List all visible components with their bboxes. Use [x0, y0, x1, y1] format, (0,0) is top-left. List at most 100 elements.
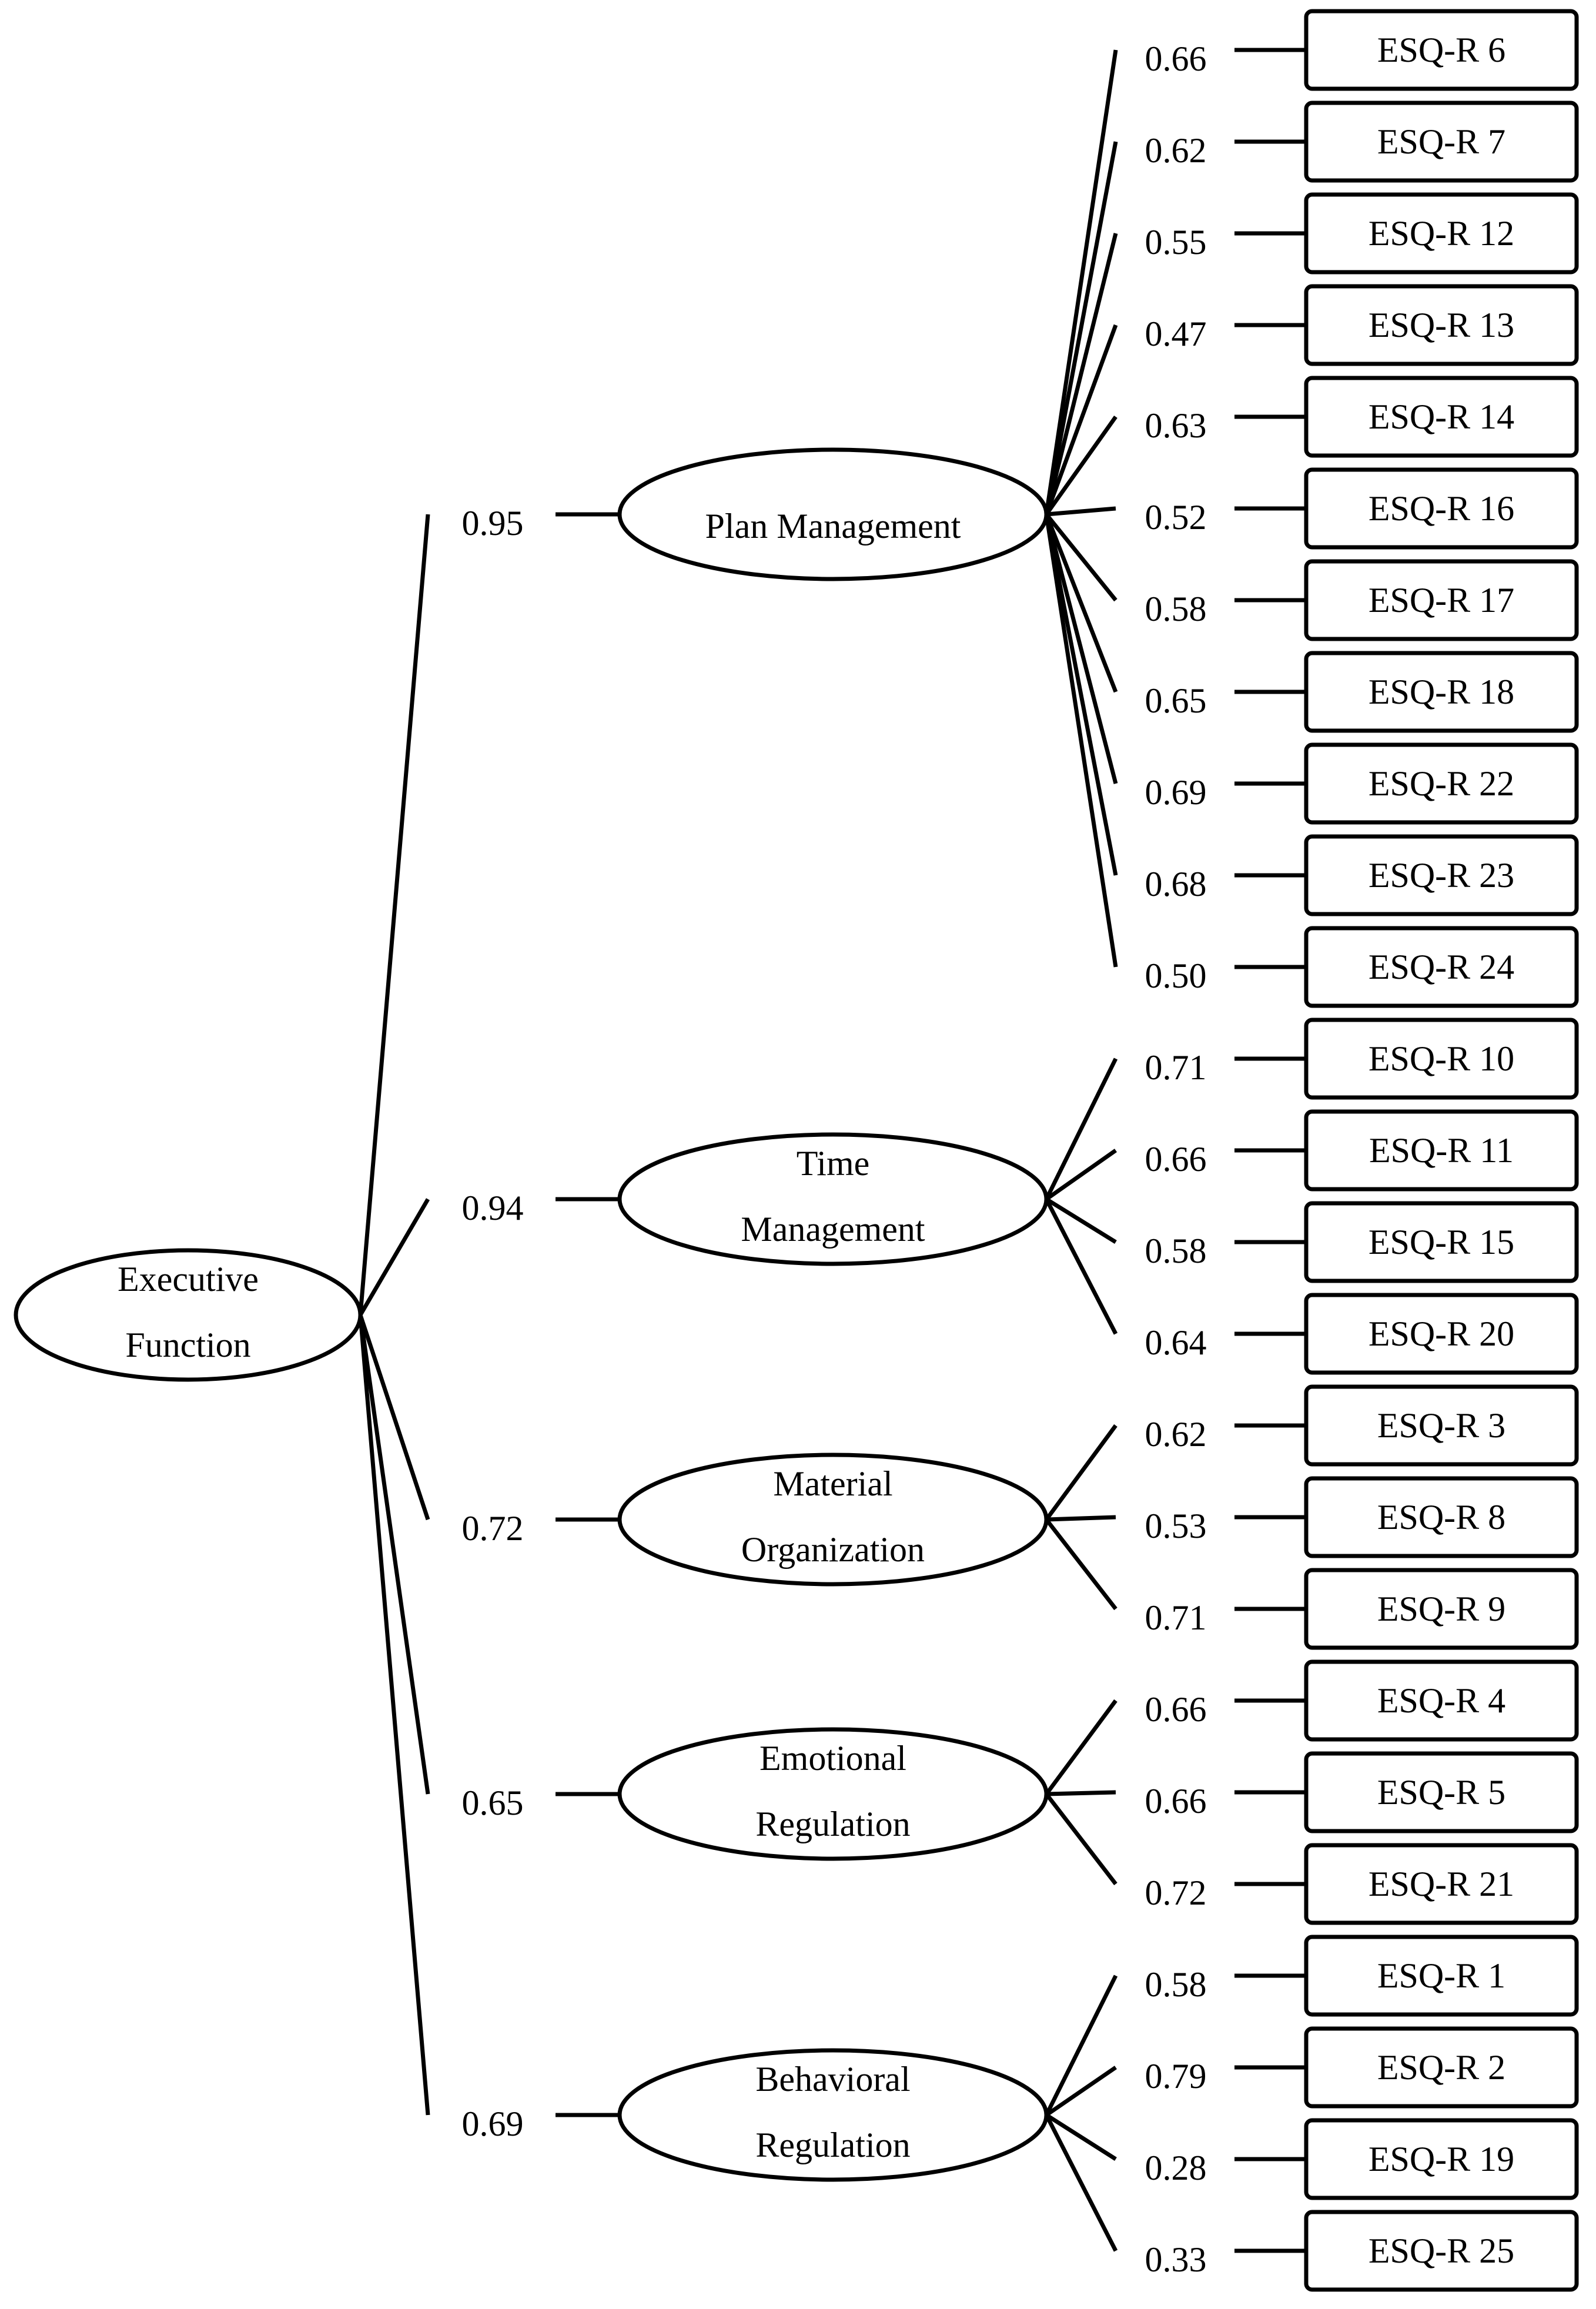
indicator-label: ESQ-R 1	[1377, 1956, 1505, 1995]
indicator-box	[1304, 559, 1579, 641]
root-to-factor-path	[358, 514, 430, 1316]
factor-loading-value: 0.94	[462, 1189, 524, 1227]
indicator-box	[1304, 467, 1579, 550]
indicator-label: ESQ-R 14	[1369, 397, 1514, 436]
indicator-label: ESQ-R 18	[1369, 672, 1514, 711]
indicator-label: ESQ-R 20	[1369, 1314, 1514, 1353]
factor-label: Behavioral	[755, 2060, 910, 2099]
factor-to-indicator-path	[1045, 1792, 1117, 1886]
indicator-box	[1304, 376, 1579, 458]
indicator-loading-value: 0.50	[1145, 956, 1207, 995]
factor-label: Time	[797, 1144, 870, 1183]
indicator-loading-value: 0.58	[1145, 1232, 1207, 1270]
indicator-loading-value: 0.58	[1145, 1965, 1207, 2004]
factor-loading-value: 0.95	[462, 504, 524, 543]
factor-to-indicator-path	[1044, 324, 1118, 516]
indicator-box	[1304, 1843, 1579, 1925]
factor-to-indicator-path	[1044, 1198, 1118, 1335]
factor-to-indicator-path	[1046, 506, 1116, 517]
root-label: Executive	[118, 1260, 259, 1299]
indicator-box	[1304, 1751, 1579, 1833]
indicator-loading-value: 0.66	[1145, 39, 1207, 78]
indicator-label: ESQ-R 15	[1369, 1223, 1514, 1261]
factor-to-indicator-path	[1044, 141, 1118, 515]
indicator-box	[1304, 1476, 1579, 1558]
indicator-box	[1304, 1201, 1579, 1283]
indicator-loading-value: 0.72	[1145, 1873, 1207, 1912]
indicator-label: ESQ-R 2	[1377, 2048, 1505, 2087]
root-to-factor-path	[358, 1314, 430, 1795]
factor-to-indicator-path	[1046, 1790, 1116, 1796]
factor-ellipse	[617, 1132, 1049, 1266]
factor-to-indicator-path	[1044, 514, 1118, 876]
factor-loading-value: 0.69	[462, 2104, 524, 2143]
indicator-loading-value: 0.28	[1145, 2149, 1207, 2187]
indicator-box	[1304, 651, 1579, 733]
indicator-label: ESQ-R 16	[1369, 489, 1514, 528]
indicator-label: ESQ-R 4	[1377, 1681, 1505, 1720]
indicator-box	[1304, 926, 1579, 1008]
indicator-loading-value: 0.66	[1145, 1690, 1207, 1729]
indicator-label: ESQ-R 9	[1377, 1589, 1505, 1628]
indicator-box	[1304, 742, 1579, 825]
factor-label: Management	[741, 1210, 925, 1249]
indicator-box	[1304, 2210, 1579, 2292]
indicator-box	[1304, 1935, 1579, 2017]
indicator-loading-value: 0.71	[1145, 1048, 1207, 1087]
indicator-box	[1304, 1293, 1579, 1375]
factor-to-indicator-path	[1046, 1515, 1116, 1522]
indicator-box	[1304, 1659, 1579, 1742]
root-to-factor-path	[358, 1198, 430, 1316]
root-label: Function	[125, 1326, 250, 1364]
indicator-box	[1304, 834, 1579, 916]
factor-to-indicator-path	[1044, 514, 1118, 968]
factor-to-indicator-path	[1045, 1197, 1117, 1244]
factor-label: Material	[773, 1464, 892, 1503]
indicator-loading-value: 0.66	[1145, 1140, 1207, 1179]
indicator-label: ESQ-R 19	[1369, 2140, 1514, 2179]
indicator-label: ESQ-R 17	[1369, 581, 1514, 620]
indicator-loading-value: 0.55	[1145, 223, 1207, 262]
indicator-label: ESQ-R 7	[1377, 122, 1505, 161]
indicator-loading-value: 0.69	[1145, 773, 1207, 812]
indicator-label: ESQ-R 3	[1377, 1406, 1505, 1445]
factor-loading-value: 0.72	[462, 1509, 524, 1548]
factor-label: Plan Management	[705, 507, 961, 546]
factor-to-indicator-path	[1044, 1975, 1118, 2116]
indicator-loading-value: 0.52	[1145, 498, 1207, 537]
factor-to-indicator-path	[1045, 1699, 1117, 1796]
indicator-label: ESQ-R 25	[1369, 2231, 1514, 2270]
factor-loading-value: 0.65	[462, 1783, 524, 1822]
factor-to-indicator-path	[1045, 2066, 1117, 2117]
indicator-loading-value: 0.63	[1145, 406, 1207, 445]
factor-label: Emotional	[759, 1739, 906, 1778]
factor-to-indicator-path	[1045, 1424, 1117, 1521]
indicator-box	[1304, 1018, 1579, 1100]
indicator-label: ESQ-R 11	[1369, 1131, 1514, 1170]
indicator-label: ESQ-R 21	[1369, 1865, 1514, 1903]
indicator-box	[1304, 284, 1579, 366]
indicator-label: ESQ-R 24	[1369, 948, 1514, 986]
indicator-loading-value: 0.71	[1145, 1598, 1207, 1637]
indicator-box	[1304, 2118, 1579, 2200]
factor-to-indicator-path	[1044, 513, 1118, 693]
indicator-label: ESQ-R 13	[1369, 306, 1514, 344]
indicator-label: ESQ-R 6	[1377, 31, 1505, 69]
factor-to-indicator-path	[1045, 513, 1117, 602]
factor-label: Organization	[741, 1530, 925, 1569]
factor-ellipse	[617, 2048, 1049, 2182]
indicator-label: ESQ-R 12	[1369, 214, 1514, 253]
indicator-loading-value: 0.64	[1145, 1323, 1207, 1362]
indicator-label: ESQ-R 10	[1369, 1039, 1514, 1078]
indicator-box	[1304, 1568, 1579, 1650]
factor-to-indicator-path	[1044, 1058, 1118, 1200]
indicator-label: ESQ-R 22	[1369, 764, 1514, 803]
indicator-loading-value: 0.68	[1145, 865, 1207, 903]
indicator-box	[1304, 2026, 1579, 2109]
factor-to-indicator-path	[1044, 2114, 1118, 2252]
factor-to-indicator-path	[1045, 1149, 1117, 1201]
indicator-loading-value: 0.53	[1145, 1507, 1207, 1545]
indicator-box	[1304, 101, 1579, 183]
factor-to-indicator-path	[1044, 514, 1118, 784]
